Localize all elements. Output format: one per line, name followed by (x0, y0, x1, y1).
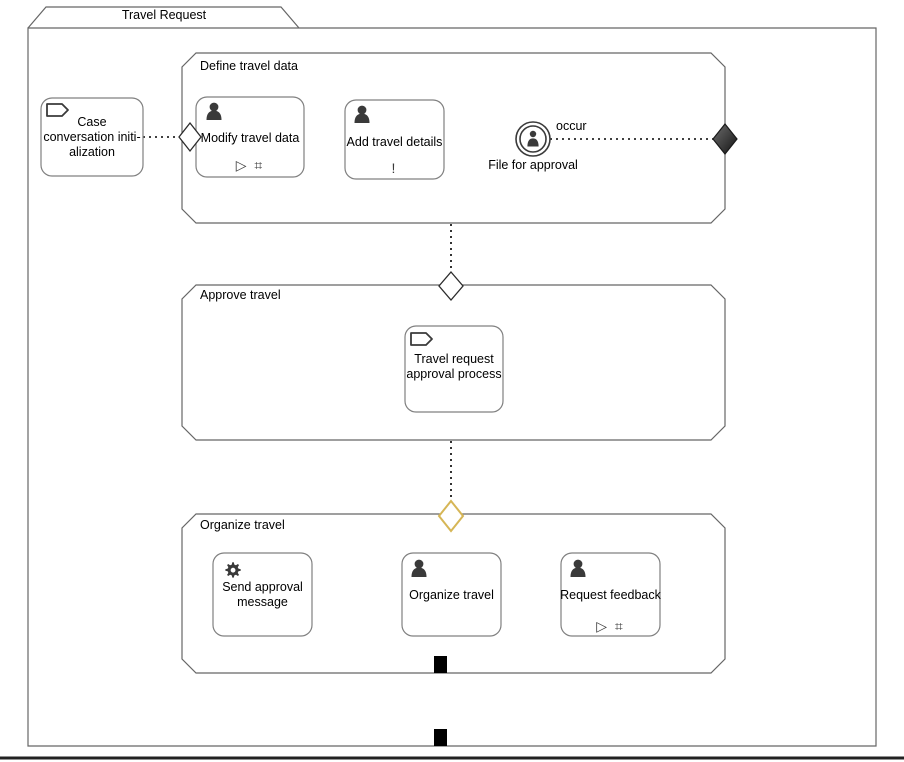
entry-criterion-organize-travel[interactable] (437, 499, 465, 533)
task-request-feedback[interactable] (560, 552, 661, 637)
human-task-icon (570, 559, 586, 577)
user-event-listener-icon (527, 130, 539, 147)
entry-criterion-modify-travel-data[interactable] (178, 121, 202, 153)
connector-label-occur: occur (556, 119, 587, 133)
task-travel-request-approval-box (404, 325, 504, 413)
connectors (143, 136, 714, 502)
stage-title-organize-travel: Organize travel (200, 518, 285, 532)
stage-title-approve-travel: Approve travel (200, 288, 281, 302)
exit-criterion-define-stage[interactable] (712, 123, 738, 155)
process-task-icon (410, 332, 433, 346)
task-organize-travel-box (401, 552, 502, 637)
task-markers-modify-travel-data: ▷ ⌗ (235, 157, 265, 173)
task-case-conversation-box (40, 97, 144, 177)
task-organize-travel[interactable] (401, 552, 502, 637)
task-modify-travel-data[interactable] (195, 96, 305, 178)
task-add-travel-details-box (344, 99, 445, 180)
case-plan-title: Travel Request (121, 8, 207, 22)
task-add-travel-details[interactable] (344, 99, 445, 180)
task-send-approval-message[interactable] (212, 552, 313, 637)
task-markers-add-travel-details: ! (391, 160, 398, 176)
event-label-file-for-approval: File for approval (488, 158, 578, 172)
case-plan-exit-marker[interactable] (434, 729, 447, 746)
task-markers-request-feedback: ▷ ⌗ (596, 618, 625, 634)
gear-icon (225, 562, 241, 578)
sentries (178, 121, 738, 533)
human-task-icon (411, 559, 427, 577)
human-task-icon (206, 102, 222, 120)
task-travel-request-approval-process[interactable] (404, 325, 504, 413)
stage-define-travel-data[interactable] (181, 52, 726, 224)
human-task-icon (354, 105, 370, 123)
stage-define-travel-data-outline (181, 52, 726, 224)
stage-title-define-travel-data: Define travel data (200, 59, 298, 73)
terminators (434, 656, 447, 746)
event-file-for-approval[interactable] (515, 121, 551, 157)
entry-criterion-approve-travel[interactable] (438, 271, 464, 301)
organize-stage-exit-marker[interactable] (434, 656, 447, 673)
process-task-icon (46, 103, 69, 117)
task-request-feedback-box (560, 552, 661, 637)
task-case-conversation[interactable] (40, 97, 144, 177)
case-plan-header-tab (27, 6, 300, 29)
